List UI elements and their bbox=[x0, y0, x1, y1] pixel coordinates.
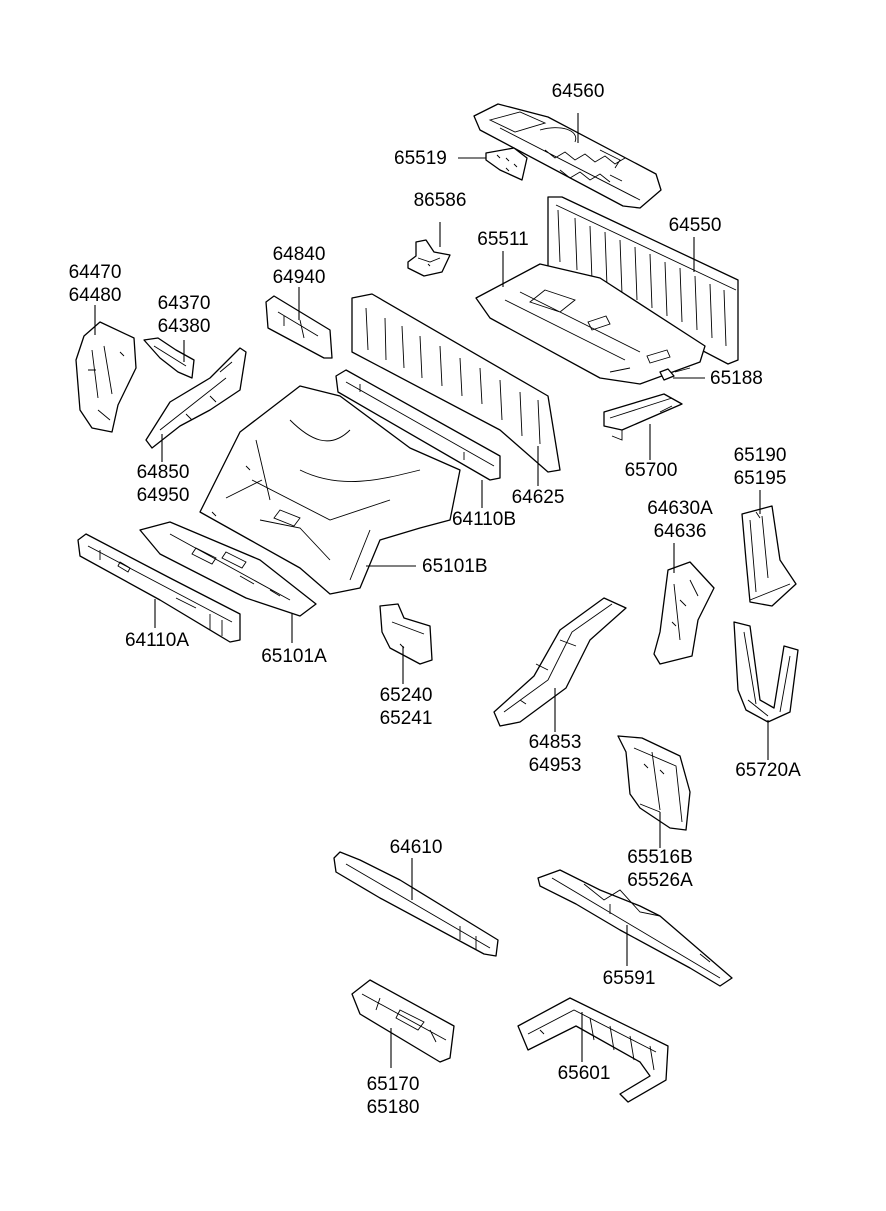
callout-64470-line-2: 64480 bbox=[68, 285, 122, 306]
callout-64630A-line-1: 64630A bbox=[647, 498, 713, 519]
part-central-floor bbox=[199, 385, 461, 595]
part-64630A bbox=[653, 561, 715, 665]
part-64110A bbox=[77, 533, 241, 643]
callout-64850: 64850 64950 bbox=[131, 461, 195, 507]
callout-64625-line-1: 64625 bbox=[511, 487, 565, 508]
callout-64850-line-2: 64950 bbox=[136, 485, 190, 506]
callout-64470-line-1: 64470 bbox=[68, 262, 122, 283]
part-65101A bbox=[139, 521, 317, 617]
callout-65516B-line-2: 65526A bbox=[627, 870, 693, 891]
part-65511 bbox=[475, 263, 706, 385]
callout-65190: 65190 65195 bbox=[728, 444, 792, 490]
callout-65516B: 65516B 65526A bbox=[620, 846, 700, 892]
callout-65516B-line-1: 65516B bbox=[627, 847, 693, 868]
callout-64110B: 64110B bbox=[444, 508, 524, 531]
part-65700 bbox=[603, 393, 683, 441]
callout-64625: 64625 bbox=[506, 486, 570, 509]
callout-64840-line-2: 64940 bbox=[272, 267, 326, 288]
callout-64550-line-1: 64550 bbox=[668, 215, 722, 236]
callout-64110A-line-1: 64110A bbox=[124, 630, 190, 651]
callout-64550: 64550 bbox=[663, 214, 727, 237]
part-65516B bbox=[617, 735, 691, 831]
callout-65700-line-1: 65700 bbox=[624, 460, 678, 481]
callout-65700: 65700 bbox=[619, 459, 683, 482]
callout-64370: 64370 64380 bbox=[152, 292, 216, 338]
part-65190 bbox=[741, 505, 797, 607]
callout-64560: 64560 bbox=[546, 80, 610, 103]
part-65519 bbox=[485, 147, 528, 181]
callout-64840: 64840 64940 bbox=[267, 243, 331, 289]
callout-64610-line-1: 64610 bbox=[389, 837, 443, 858]
callout-65190-line-1: 65190 bbox=[733, 445, 787, 466]
callout-65240-line-2: 65241 bbox=[379, 708, 433, 729]
part-64110B bbox=[335, 369, 501, 481]
callout-65170-line-1: 65170 bbox=[366, 1074, 420, 1095]
callout-65240-line-1: 65240 bbox=[379, 685, 433, 706]
callout-65101B: 65101B bbox=[422, 555, 488, 578]
part-65240 bbox=[379, 603, 433, 665]
callout-65188: 65188 bbox=[710, 367, 763, 390]
part-64850 bbox=[145, 347, 247, 449]
callout-64853-line-2: 64953 bbox=[528, 755, 582, 776]
callout-86586: 86586 bbox=[408, 189, 472, 212]
callout-65601-line-1: 65601 bbox=[557, 1063, 611, 1084]
callout-64560-line-1: 64560 bbox=[551, 81, 605, 102]
callout-65591-line-1: 65591 bbox=[602, 968, 656, 989]
callout-65519-line-1: 65519 bbox=[394, 148, 447, 169]
callout-64853-line-1: 64853 bbox=[528, 732, 582, 753]
part-65720A bbox=[733, 621, 799, 723]
part-86586 bbox=[407, 239, 451, 277]
callout-86586-line-1: 86586 bbox=[413, 190, 467, 211]
part-64840 bbox=[265, 295, 333, 359]
part-64470 bbox=[75, 321, 137, 433]
callout-65101A-line-1: 65101A bbox=[261, 646, 327, 667]
callout-65101A: 65101A bbox=[254, 645, 334, 668]
callout-64470: 64470 64480 bbox=[63, 261, 127, 307]
callout-65190-line-2: 65195 bbox=[733, 468, 787, 489]
part-65170 bbox=[351, 979, 455, 1063]
callout-64840-line-1: 64840 bbox=[272, 244, 326, 265]
part-65188 bbox=[659, 368, 675, 381]
callout-65188-line-1: 65188 bbox=[710, 368, 763, 389]
callout-65519: 65519 bbox=[394, 147, 447, 170]
callout-64610: 64610 bbox=[384, 836, 448, 859]
part-65591 bbox=[537, 869, 733, 987]
callout-65720A: 65720A bbox=[728, 759, 808, 782]
callout-64370-line-1: 64370 bbox=[157, 293, 211, 314]
callout-64630A-line-2: 64636 bbox=[653, 521, 707, 542]
callout-65240: 65240 65241 bbox=[374, 684, 438, 730]
callout-65591: 65591 bbox=[597, 967, 661, 990]
callout-64370-line-2: 64380 bbox=[157, 316, 211, 337]
callout-64110A: 64110A bbox=[117, 629, 197, 652]
callout-65601: 65601 bbox=[552, 1062, 616, 1085]
callout-65170: 65170 65180 bbox=[361, 1073, 425, 1119]
part-64625 bbox=[351, 293, 561, 473]
part-64610 bbox=[333, 851, 499, 957]
part-65601 bbox=[517, 997, 669, 1103]
part-64370 bbox=[143, 337, 195, 379]
callout-65170-line-2: 65180 bbox=[366, 1097, 420, 1118]
callout-64110B-line-1: 64110B bbox=[451, 509, 517, 530]
part-64853 bbox=[493, 597, 627, 727]
part-64560 bbox=[473, 103, 662, 209]
callout-65511: 65511 bbox=[471, 228, 535, 251]
callout-64853: 64853 64953 bbox=[523, 731, 587, 777]
callout-64850-line-1: 64850 bbox=[136, 462, 190, 483]
callout-64630A: 64630A 64636 bbox=[640, 497, 720, 543]
callout-65101B-line-1: 65101B bbox=[422, 556, 488, 577]
callout-65720A-line-1: 65720A bbox=[735, 760, 801, 781]
callout-65511-line-1: 65511 bbox=[477, 229, 529, 250]
